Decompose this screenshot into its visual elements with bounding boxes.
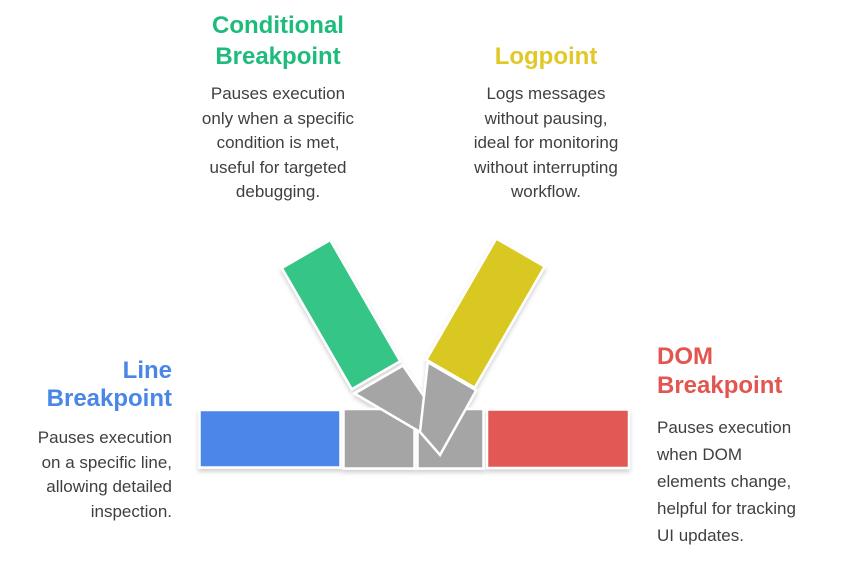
description-line: only when a specific xyxy=(201,108,355,128)
description-line: Pauses execution xyxy=(657,418,792,437)
description-line: ideal for monitoring xyxy=(473,133,619,152)
description-line: without interrupting xyxy=(474,157,618,177)
line-breakpoint-label: Line Breakpoint Pauses execution on a sp… xyxy=(2,357,172,524)
dom-breakpoint-bar xyxy=(485,408,631,470)
description-line: workflow. xyxy=(511,182,581,201)
title-line: Breakpoint xyxy=(657,372,783,399)
dom-breakpoint-label: DOM Breakpoint Pauses execution when DOM… xyxy=(657,342,850,549)
line-breakpoint-description: Pauses execution on a specific line, all… xyxy=(2,426,172,524)
description-line: inspection. xyxy=(90,501,172,521)
title-line: Line xyxy=(122,357,172,384)
logpoint-label: Logpoint Logs messages without pausing, … xyxy=(446,41,646,205)
description-line: elements change, xyxy=(657,472,792,491)
description-line: on a specific line, xyxy=(41,452,172,472)
logpoint-marker-tip xyxy=(418,360,478,458)
description-line: condition is met, xyxy=(216,133,340,152)
description-line: Pauses execution xyxy=(37,428,172,447)
logpoint-bar xyxy=(424,236,547,390)
title-line: Breakpoint xyxy=(46,385,172,412)
description-line: Logs messages xyxy=(486,84,606,103)
conditional-breakpoint-bar xyxy=(280,238,402,391)
line-breakpoint-title: Line Breakpoint xyxy=(2,357,172,413)
description-line: helpful for tracking xyxy=(657,499,796,518)
title-line: Breakpoint xyxy=(215,43,341,70)
conditional-breakpoint-label: Conditional Breakpoint Pauses execution … xyxy=(158,10,398,205)
description-line: useful for targeted xyxy=(209,157,347,177)
description-line: Pauses execution xyxy=(210,84,346,103)
description-line: debugging. xyxy=(235,182,321,201)
description-line: UI updates. xyxy=(657,526,744,545)
description-line: without pausing, xyxy=(484,108,608,128)
conditional-breakpoint-title: Conditional Breakpoint xyxy=(158,10,398,72)
title-line: Conditional xyxy=(212,12,344,39)
description-line: allowing detailed xyxy=(46,477,172,496)
title-line: Logpoint xyxy=(494,43,598,70)
line-breakpoint-bar xyxy=(198,408,342,469)
logpoint-description: Logs messages without pausing, ideal for… xyxy=(446,82,646,205)
title-line: DOM xyxy=(657,343,713,370)
conditional-breakpoint-description: Pauses execution only when a specific co… xyxy=(158,82,398,205)
logpoint-title: Logpoint xyxy=(446,41,646,72)
dom-breakpoint-description: Pauses execution when DOM elements chang… xyxy=(657,414,850,549)
description-line: when DOM xyxy=(657,445,743,464)
dom-breakpoint-title: DOM Breakpoint xyxy=(657,342,850,400)
